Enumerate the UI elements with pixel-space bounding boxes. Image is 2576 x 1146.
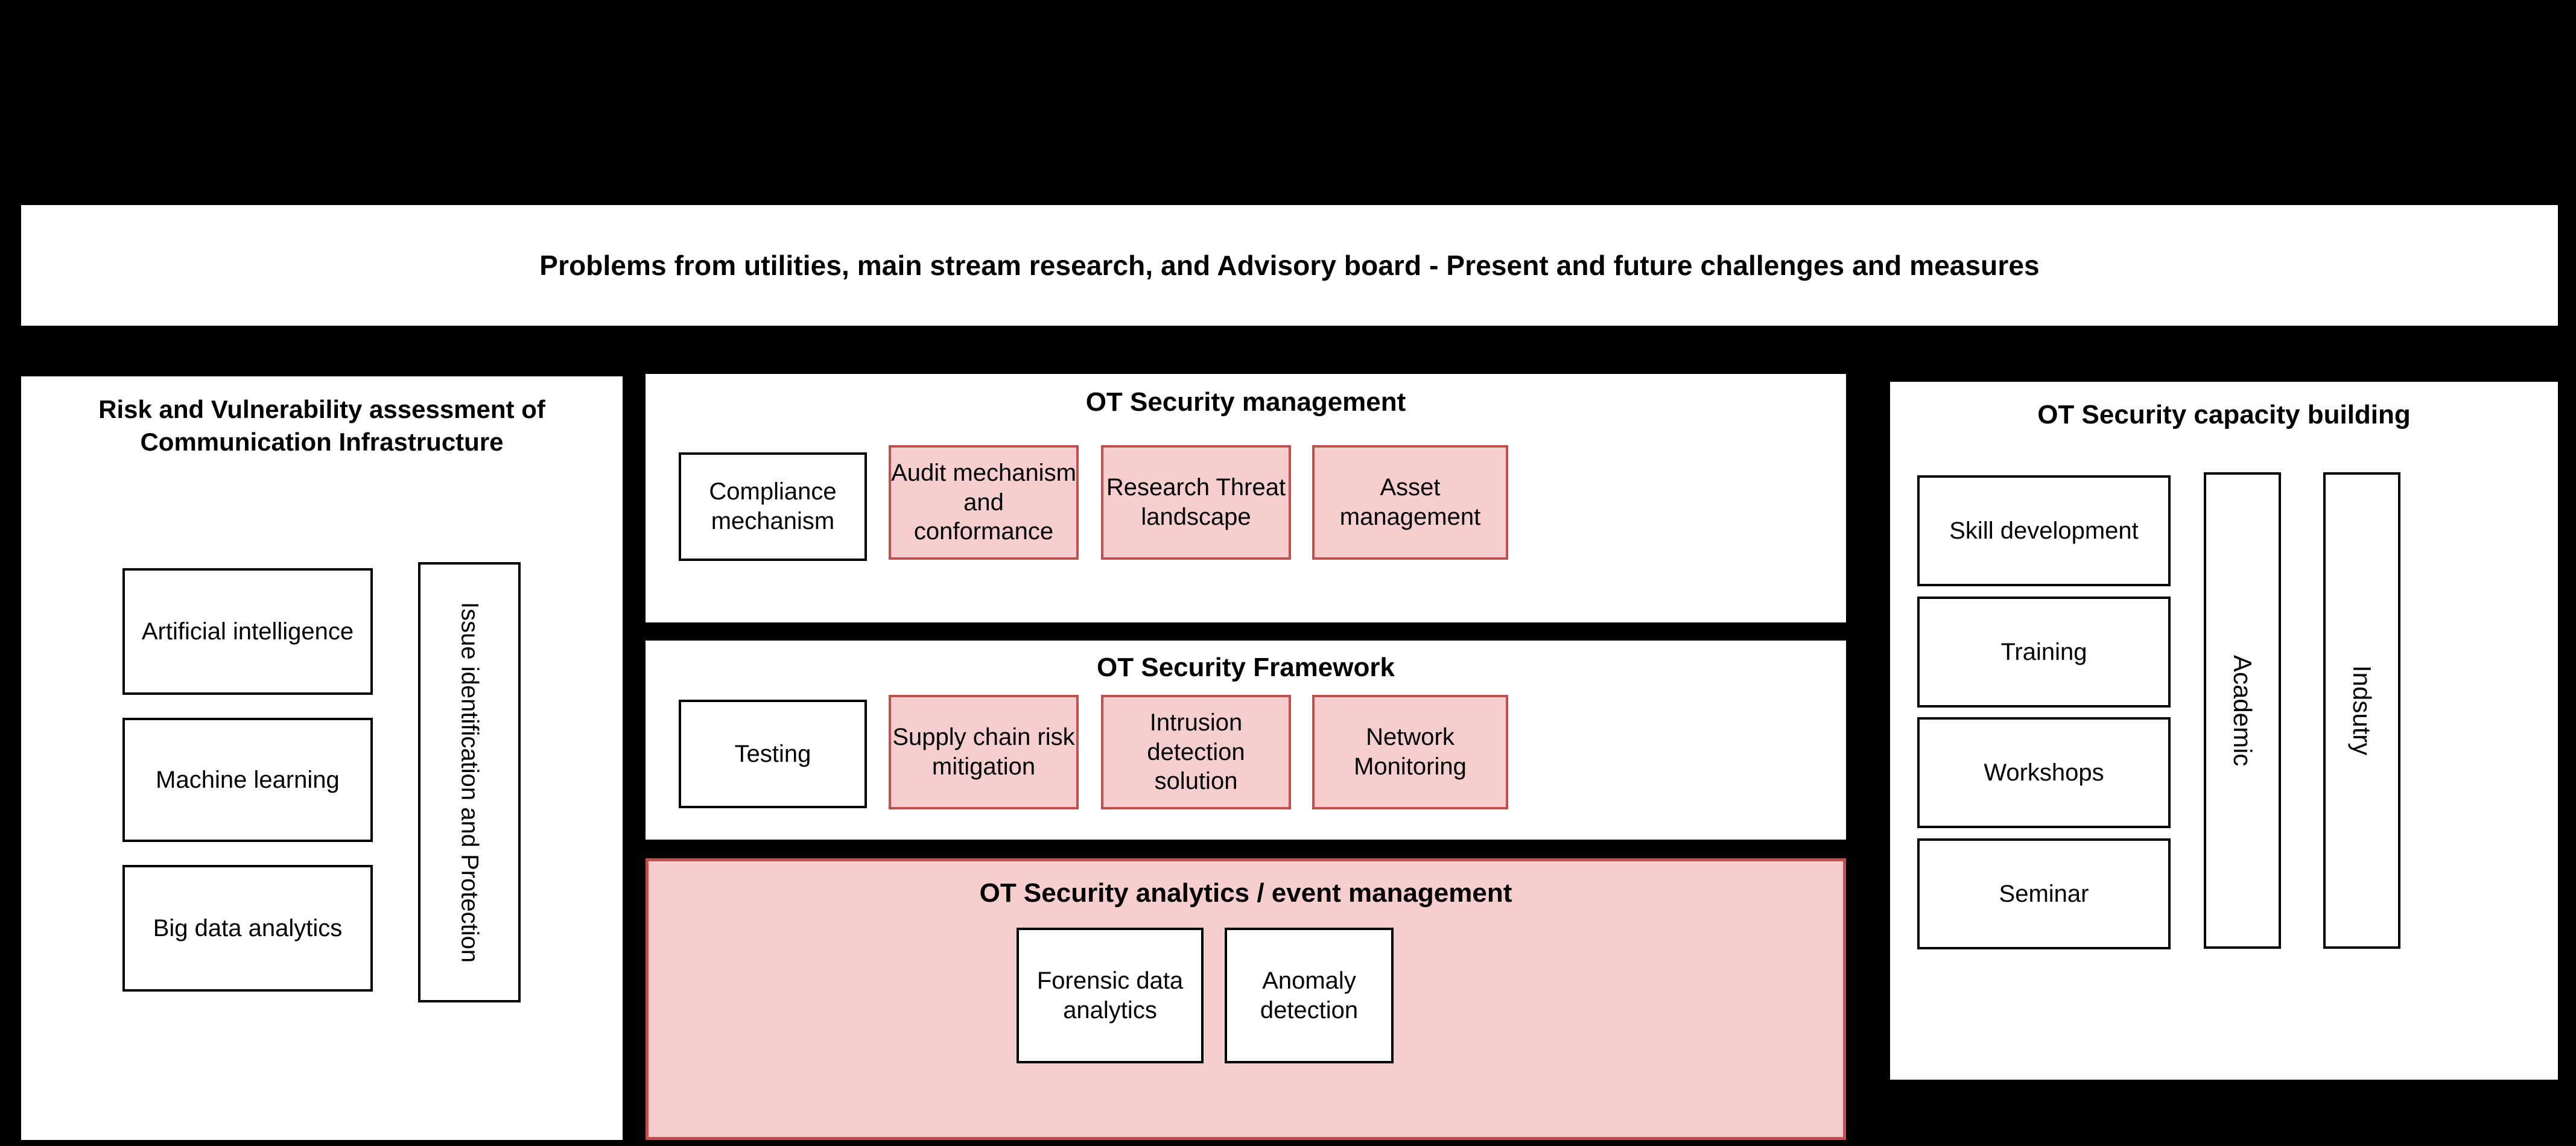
box-research-threat-landscape[interactable]: Research Threat landscape: [1101, 445, 1291, 560]
section-title-ot-security-analytics: OT Security analytics / event management: [979, 878, 1512, 908]
left-box-big-data-analytics[interactable]: Big data analytics: [122, 865, 373, 992]
left-panel-title: Risk and Vulnerability assessment of Com…: [98, 395, 545, 456]
right-panel-title: OT Security capacity building: [2037, 400, 2411, 429]
box-testing[interactable]: Testing: [679, 700, 867, 808]
box-anomaly-detection[interactable]: Anomaly detection: [1225, 928, 1394, 1063]
box-forensic-data-analytics[interactable]: Forensic data analytics: [1017, 928, 1204, 1063]
top-banner: Problems from utilities, main stream res…: [21, 205, 2558, 326]
section-ot-security-analytics-event-management: OT Security analytics / event management…: [646, 858, 1846, 1140]
left-box-issue-identification-protection-label: Issue identification and Protection: [456, 601, 483, 963]
section-title-ot-security-framework: OT Security Framework: [1097, 653, 1395, 682]
section-ot-security-framework: OT Security Framework Testing Supply cha…: [646, 641, 1846, 840]
right-box-training[interactable]: Training: [1917, 597, 2171, 708]
box-intrusion-detection-solution[interactable]: Intrusion detection solution: [1101, 695, 1291, 809]
right-box-industry-label: Indsutry: [2348, 665, 2376, 756]
box-asset-management[interactable]: Asset management: [1312, 445, 1508, 560]
box-compliance-mechanism[interactable]: Compliance mechanism: [679, 452, 867, 561]
right-box-skill-development[interactable]: Skill development: [1917, 475, 2171, 586]
left-panel-risk-vulnerability: Risk and Vulnerability assessment of Com…: [21, 376, 623, 1140]
left-box-machine-learning[interactable]: Machine learning: [122, 718, 373, 842]
right-box-academic-label: Academic: [2229, 654, 2257, 767]
left-box-artificial-intelligence[interactable]: Artificial intelligence: [122, 568, 373, 695]
box-network-monitoring[interactable]: Network Monitoring: [1312, 695, 1508, 809]
box-supply-chain-risk-mitigation[interactable]: Supply chain risk mitigation: [889, 695, 1079, 809]
right-box-seminar[interactable]: Seminar: [1917, 838, 2171, 949]
section-ot-security-management: OT Security management Compliance mechan…: [646, 374, 1846, 622]
left-panel-box-group: Artificial intelligence Machine learning…: [101, 562, 602, 1051]
banner-text: Problems from utilities, main stream res…: [539, 250, 2040, 281]
right-box-workshops[interactable]: Workshops: [1917, 717, 2171, 828]
box-audit-mechanism-and-conformance[interactable]: Audit mechanism and conformance: [889, 445, 1079, 560]
right-box-academic[interactable]: Academic: [2204, 472, 2281, 949]
left-box-issue-identification-protection[interactable]: Issue identification and Protection: [418, 562, 521, 1002]
right-panel-capacity-building: OT Security capacity building Skill deve…: [1890, 382, 2558, 1080]
section-title-ot-security-management: OT Security management: [1085, 387, 1406, 417]
right-box-industry[interactable]: Indsutry: [2323, 472, 2400, 949]
